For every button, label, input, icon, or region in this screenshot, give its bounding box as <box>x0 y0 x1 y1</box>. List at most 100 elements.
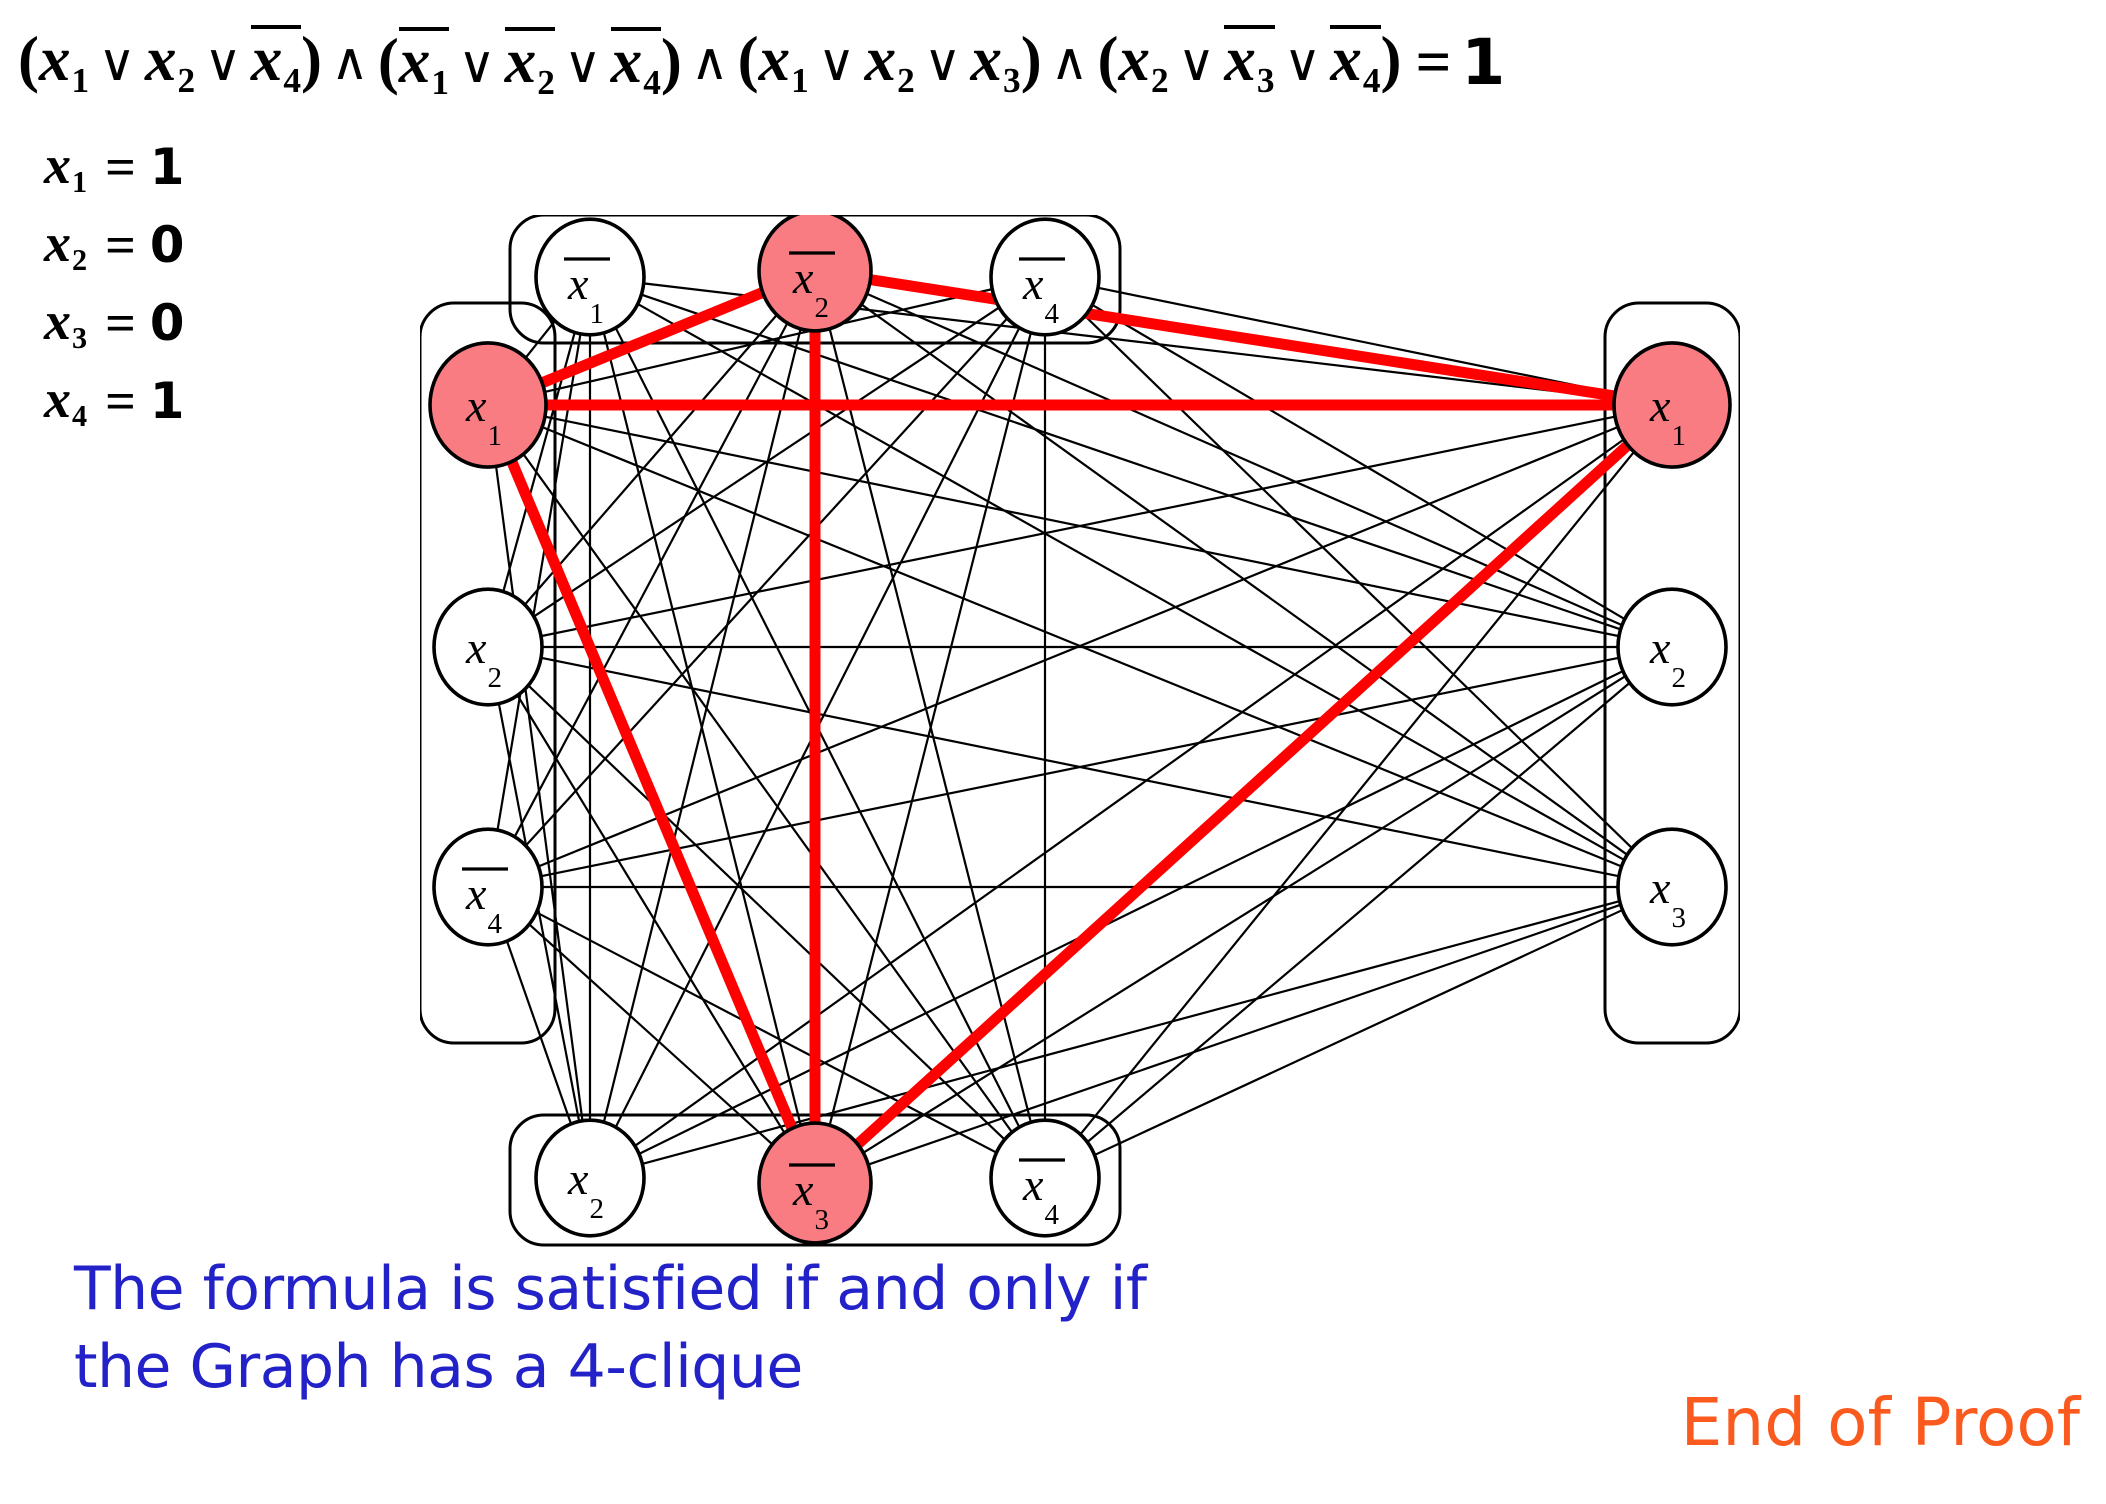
node-circle <box>432 827 544 947</box>
equals-sign: = <box>1415 26 1452 97</box>
literal: x2 <box>504 25 555 102</box>
node-circle-highlighted <box>757 1121 873 1245</box>
assignment-row: x3 =0 <box>44 284 344 362</box>
assignment-variable: x2 <box>44 212 88 278</box>
literal: x4 <box>250 24 302 100</box>
parenthesis: ( <box>737 24 759 95</box>
formula-value: 1 <box>1461 25 1506 99</box>
assignment-variable: x3 <box>44 290 88 356</box>
graph-node[interactable]: x4 <box>989 1118 1101 1238</box>
graph-node[interactable]: x1 <box>1612 341 1732 469</box>
graph-edge <box>504 936 574 1129</box>
graph-node[interactable]: x4 <box>432 827 544 947</box>
graph-node[interactable]: x4 <box>989 217 1101 337</box>
graph-node[interactable]: x3 <box>757 1121 873 1245</box>
graph-edge <box>522 317 558 362</box>
graph-node[interactable]: x2 <box>534 1118 646 1238</box>
graph-edge <box>861 674 1628 1155</box>
normal-edges <box>494 282 1637 1167</box>
graph-edge <box>1090 302 1627 622</box>
assignment-equals: = <box>105 215 136 275</box>
node-circle <box>1616 827 1728 947</box>
graph-node[interactable]: x1 <box>534 217 646 337</box>
graph-edge <box>539 656 1621 878</box>
graph-edge <box>632 437 1627 1149</box>
assignment-row: x2=0 <box>44 206 344 284</box>
clique-edge <box>535 286 770 389</box>
graph-edge <box>637 669 1625 1156</box>
assignment-variable: x4 <box>44 368 88 434</box>
graph-edge <box>1084 680 1633 1145</box>
or-operator: ∨ <box>923 33 962 94</box>
and-operator: ∧ <box>1050 32 1089 92</box>
node-circle <box>989 217 1101 337</box>
literal: x4 <box>610 25 661 102</box>
and-operator: ∧ <box>690 32 729 92</box>
graph-edge <box>494 461 585 1126</box>
graph-edge <box>522 315 1011 849</box>
or-operator: ∨ <box>1177 33 1216 94</box>
graph-edge <box>827 328 1034 1130</box>
graph-edge <box>543 287 994 394</box>
clause: (x1∨x2∨x4) <box>18 23 322 101</box>
node-circle <box>534 217 646 337</box>
clique-edge <box>504 452 800 1138</box>
conclusion-caption: The formula is satisfied if and only if … <box>74 1250 1474 1406</box>
node-circle-highlighted <box>428 341 548 469</box>
graph-edge <box>534 910 999 1155</box>
clause-group-left <box>420 301 557 1045</box>
parenthesis: ) <box>660 25 682 96</box>
graph-node[interactable]: x3 <box>1616 827 1728 947</box>
assignment-row: x1=1 <box>44 128 344 206</box>
graph-edge <box>536 425 1620 869</box>
assignment-value: 0 <box>149 294 185 352</box>
or-operator: ∨ <box>204 33 242 94</box>
clause: (x1∨x2∨x3) <box>738 23 1042 101</box>
assignment-row: x4=1 <box>44 362 344 440</box>
clause: (x2∨x3∨x4) <box>1097 23 1401 101</box>
literal: x4 <box>1330 24 1381 100</box>
literal: x1 <box>38 24 90 100</box>
graph-node[interactable]: x2 <box>757 215 873 333</box>
end-of-proof-label: End of Proof <box>1680 1384 2080 1461</box>
caption-line-1: The formula is satisfied if and only if <box>74 1254 1147 1324</box>
graph-edge <box>521 311 780 608</box>
clique-edge <box>863 273 1622 402</box>
clique-edges <box>504 273 1636 1152</box>
graph-node[interactable]: x1 <box>428 341 548 469</box>
clique-edge <box>850 437 1636 1152</box>
graph-edge <box>520 450 1015 1136</box>
graph-edge <box>1092 908 1625 1157</box>
literal: x1 <box>398 25 449 102</box>
graph-node[interactable]: x2 <box>432 587 544 707</box>
graph-edge <box>639 293 1623 631</box>
and-operator: ∧ <box>331 32 369 92</box>
graph-nodes: x1 x2 x4 x1 x2 x4 x1 x2 x3 x2 x3 x4 <box>428 215 1732 1245</box>
parenthesis: ) <box>1380 24 1402 95</box>
literal: x1 <box>758 24 809 100</box>
or-operator: ∨ <box>817 33 856 94</box>
graph-edge <box>526 921 775 1147</box>
node-circle <box>1616 587 1728 707</box>
node-circle-highlighted <box>757 215 873 333</box>
assignment-variable: x1 <box>44 134 88 200</box>
graph-edge <box>514 691 788 1137</box>
graph-edge <box>601 324 803 1127</box>
or-operator: ∨ <box>457 34 496 95</box>
assignment-equals: = <box>105 137 136 197</box>
graph-edge <box>1096 286 1617 395</box>
or-operator: ∨ <box>563 34 602 95</box>
assignment-equals: = <box>105 293 136 353</box>
literal: x3 <box>970 24 1021 100</box>
graph-node[interactable]: x2 <box>1616 587 1728 707</box>
clause-graph: x1 x2 x4 x1 x2 x4 x1 x2 x3 x2 x3 x4 <box>420 215 1740 1285</box>
literal: x2 <box>1118 24 1169 100</box>
graph-edge <box>495 329 583 835</box>
node-circle <box>432 587 544 707</box>
clause-group-right <box>1603 301 1740 1045</box>
parenthesis: ( <box>377 25 399 96</box>
parenthesis: ( <box>1097 24 1119 95</box>
clause: (x1∨x2∨x4) <box>377 25 682 102</box>
graph-edge <box>866 903 1623 1167</box>
